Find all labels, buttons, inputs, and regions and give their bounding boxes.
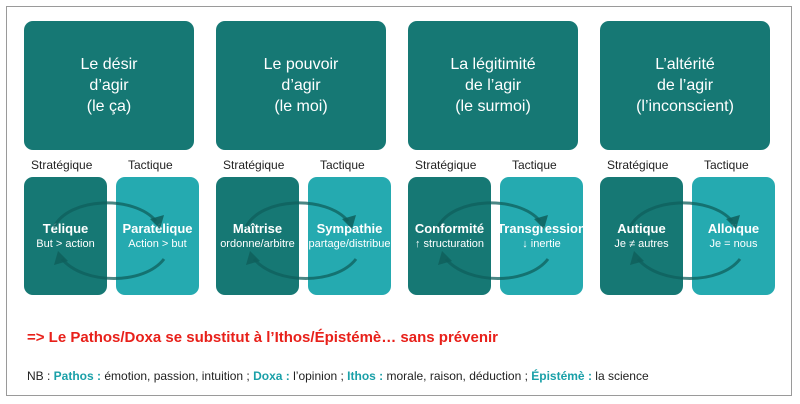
- header-line-2: de l’agir: [464, 77, 522, 94]
- cycle-arrows-icon: [436, 201, 550, 280]
- tactical-box: Alloïque Je = nous: [692, 177, 775, 295]
- nb-term-doxa: Doxa :: [253, 369, 290, 383]
- header-line-3: (le ça): [86, 98, 132, 115]
- tactical-label: Tactique: [320, 158, 365, 172]
- header-line-3: (le moi): [274, 98, 328, 115]
- tactical-box: Transgression ↓ inertie: [497, 177, 586, 295]
- header-line-1: La légitimité: [450, 56, 536, 73]
- strategic-label: Stratégique: [223, 158, 285, 172]
- nb-term-ithos: Ithos :: [347, 369, 384, 383]
- tactical-name: Sympathie: [316, 221, 383, 236]
- nb-term-episteme: Épistémè :: [531, 369, 592, 383]
- strategic-desc: Je ≠ autres: [614, 238, 669, 250]
- tactical-label: Tactique: [704, 158, 749, 172]
- strategic-label: Stratégique: [415, 158, 477, 172]
- warning-statement: => Le Pathos/Doxa se substitut à l’Ithos…: [27, 329, 498, 346]
- cycle-arrows-icon: [52, 201, 166, 280]
- strategic-label: Stratégique: [607, 158, 669, 172]
- nb-prefix: NB :: [27, 369, 54, 383]
- header-line-1: Le désir: [80, 56, 138, 73]
- tactical-desc: Je = nous: [709, 238, 758, 250]
- tactical-desc: partage/distribue: [308, 238, 391, 250]
- nb-text-ithos: morale, raison, déduction ;: [383, 369, 532, 383]
- strategic-label: Stratégique: [31, 158, 93, 172]
- diagram-frame: Le désir d’agir (le ça) Stratégique Tact…: [6, 6, 792, 396]
- strategic-desc: ordonne/arbitre: [220, 238, 295, 250]
- tactical-desc: Action > but: [128, 238, 187, 250]
- header-line-2: d’agir: [281, 77, 321, 94]
- header-line-1: L’altérité: [655, 56, 715, 73]
- column-header: Le pouvoir d’agir (le moi): [216, 21, 386, 150]
- strategic-box: Télique But > action: [24, 177, 107, 295]
- header-line-2: de l’agir: [656, 77, 714, 94]
- column-pouvoir: Le pouvoir d’agir (le moi) Stratégique T…: [216, 7, 391, 307]
- strategic-name: Autique: [617, 221, 666, 236]
- tactical-box: Paratélique Action > but: [116, 177, 199, 295]
- column-header: L’altérité de l’agir (l’inconscient): [600, 21, 770, 150]
- nb-text-episteme: la science: [591, 369, 649, 383]
- cycle-arrows-icon: [628, 201, 742, 280]
- cycle-arrows-icon: [244, 201, 358, 280]
- column-header: Le désir d’agir (le ça): [24, 21, 194, 150]
- tactical-label: Tactique: [512, 158, 557, 172]
- strategic-name: Conformité: [414, 221, 485, 236]
- strategic-box: Autique Je ≠ autres: [600, 177, 683, 295]
- column-alterite: L’altérité de l’agir (l’inconscient) Str…: [600, 7, 775, 307]
- header-line-3: (l’inconscient): [636, 98, 734, 115]
- strategic-name: Maîtrise: [232, 221, 283, 236]
- column-desir: Le désir d’agir (le ça) Stratégique Tact…: [24, 7, 199, 307]
- tactical-desc: ↓ inertie: [522, 238, 561, 250]
- nb-text-doxa: l’opinion ;: [289, 369, 348, 383]
- strategic-desc: ↑ structuration: [414, 238, 485, 250]
- tactical-label: Tactique: [128, 158, 173, 172]
- strategic-desc: But > action: [36, 238, 95, 250]
- tactical-name: Paratélique: [122, 221, 193, 236]
- nb-text-pathos: émotion, passion, intuition ;: [101, 369, 254, 383]
- column-header: La légitimité de l’agir (le surmoi): [408, 21, 578, 150]
- header-line-2: d’agir: [89, 77, 129, 94]
- tactical-name: Transgression: [497, 221, 586, 236]
- header-line-1: Le pouvoir: [263, 56, 339, 73]
- tactical-name: Alloïque: [707, 221, 760, 236]
- header-line-3: (le surmoi): [455, 98, 531, 115]
- tactical-box: Sympathie partage/distribue: [308, 177, 391, 295]
- column-legitimite: La légitimité de l’agir (le surmoi) Stra…: [408, 7, 586, 307]
- nb-term-pathos: Pathos :: [53, 369, 102, 383]
- nb-legend: NB : Pathos : émotion, passion, intuitio…: [27, 369, 649, 383]
